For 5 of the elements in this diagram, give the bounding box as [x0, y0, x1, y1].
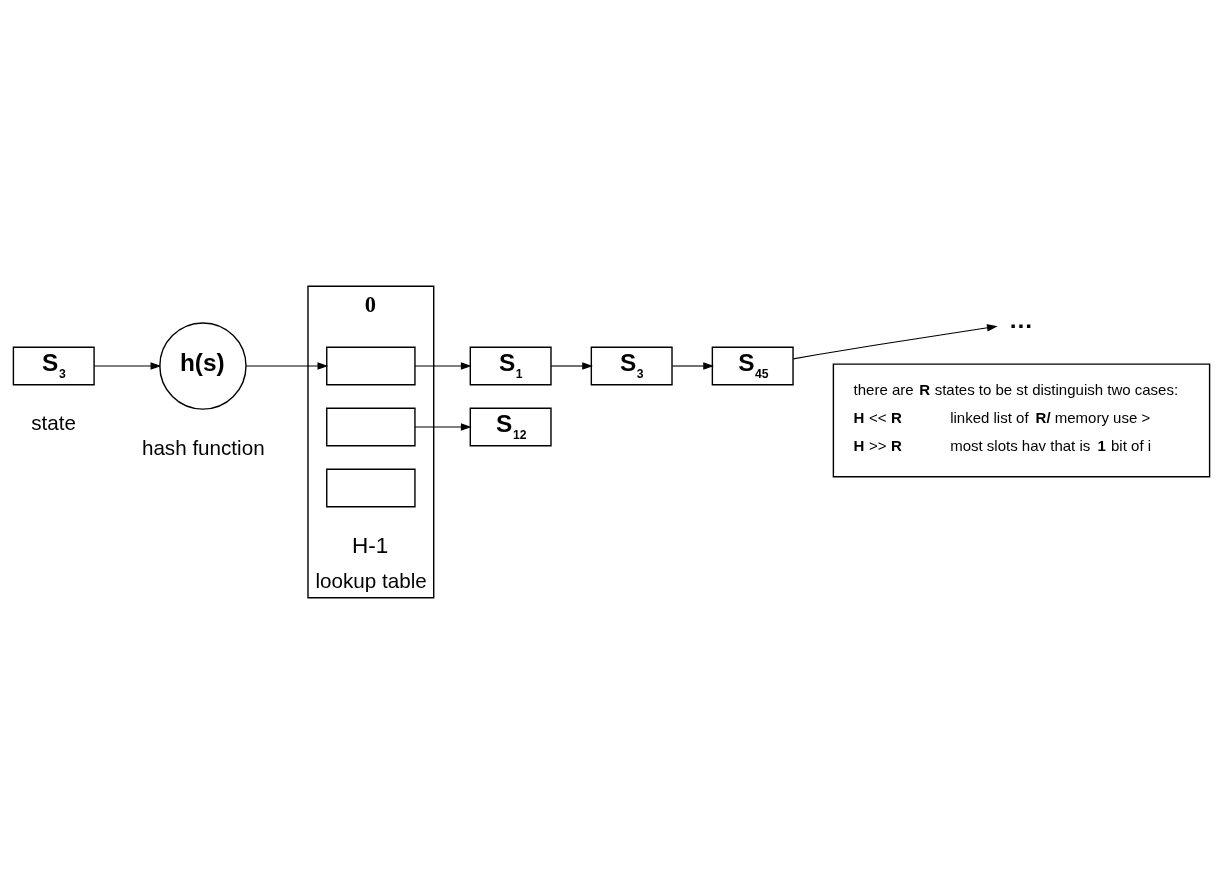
- node-label: state: [31, 410, 76, 434]
- node-text: …: [1008, 305, 1034, 333]
- label: H-1: [352, 532, 389, 558]
- node-label: hash function: [141, 435, 265, 459]
- label: 0: [364, 291, 376, 317]
